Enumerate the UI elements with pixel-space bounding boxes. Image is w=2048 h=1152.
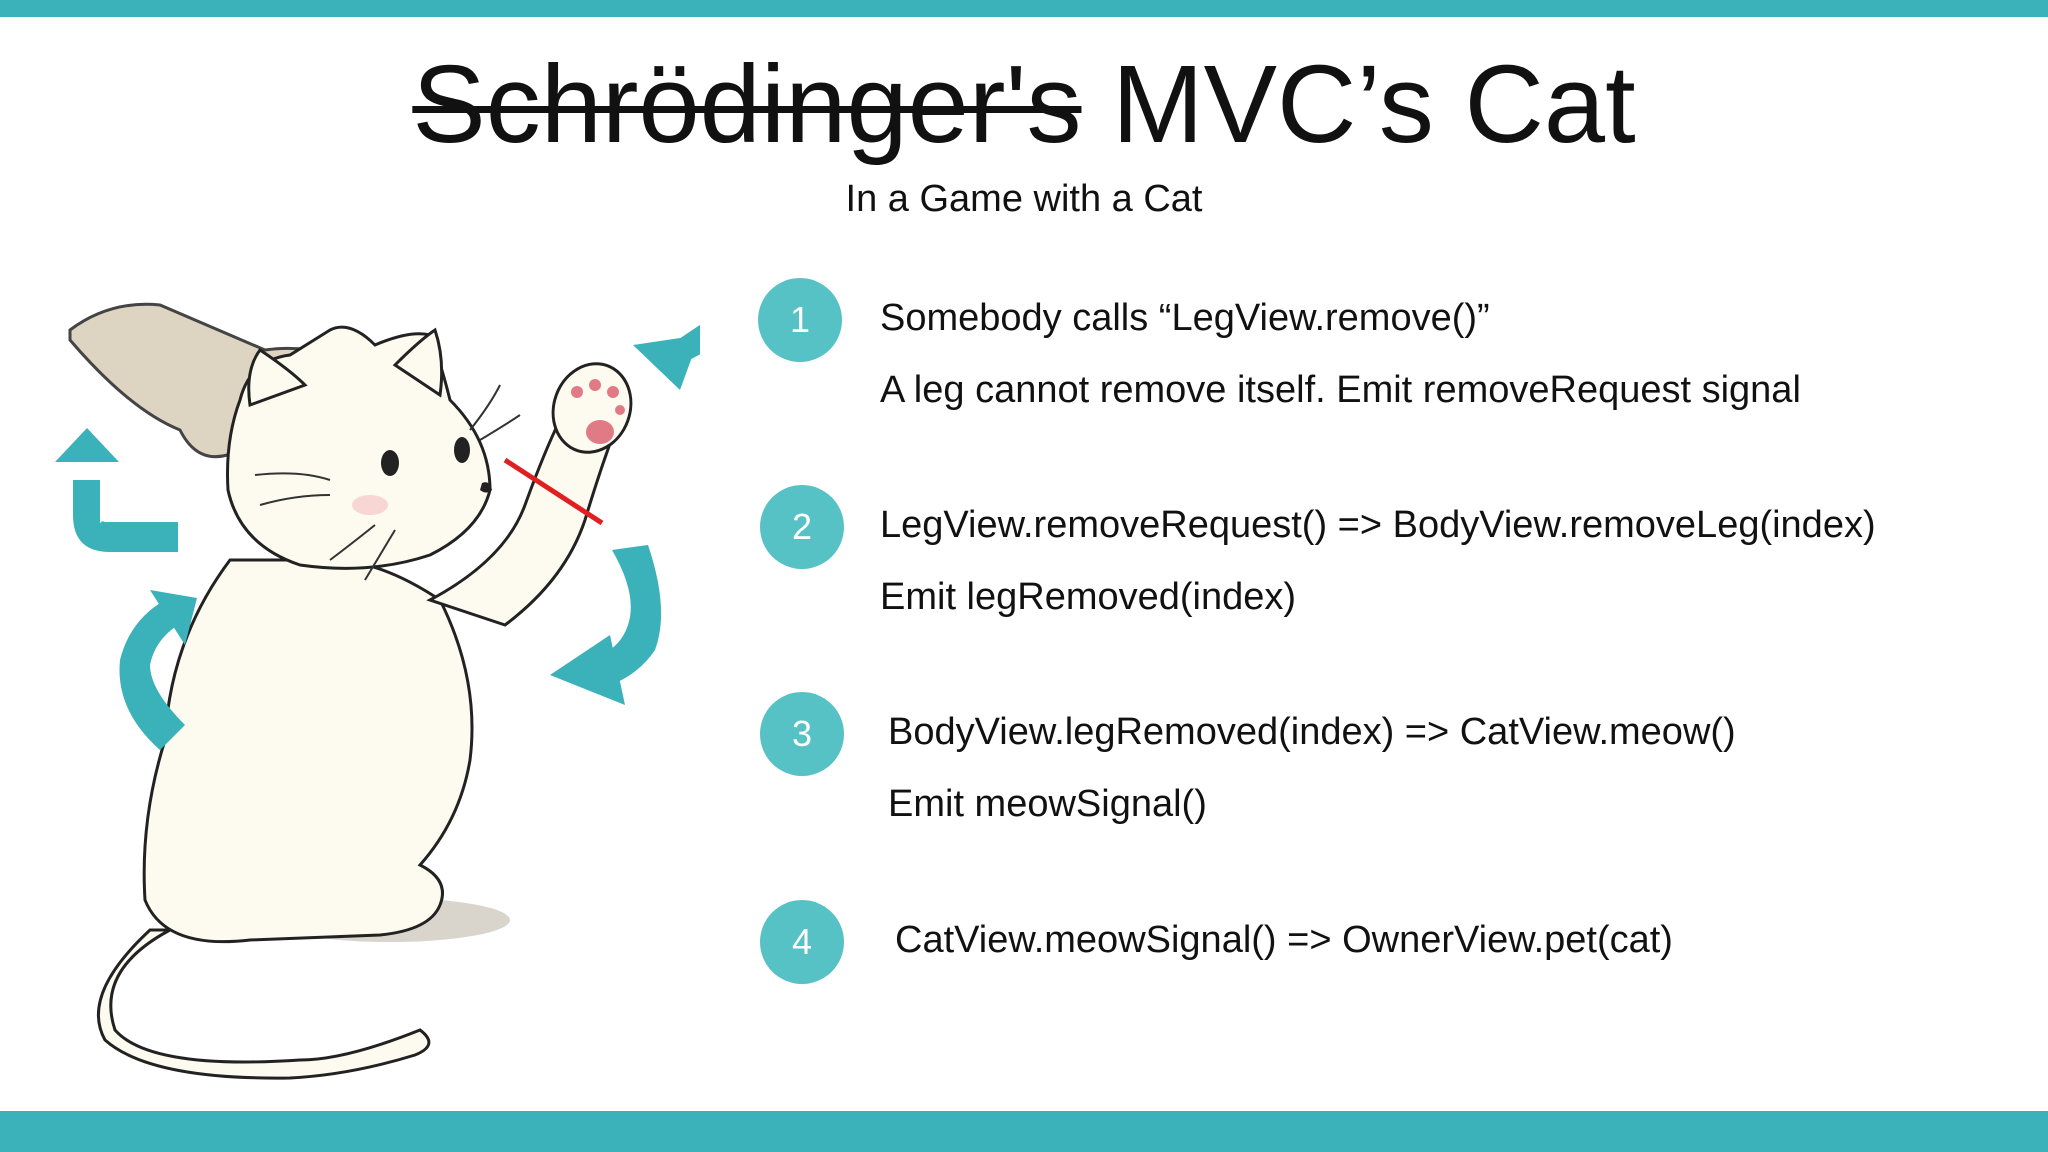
step-1-badge: 1 <box>758 278 842 362</box>
cat-eye <box>381 450 399 476</box>
curved-arrow-up-icon <box>119 590 197 750</box>
top-accent-bar <box>0 0 2048 17</box>
flow-arrows <box>55 324 700 750</box>
cat-illustration <box>55 302 700 1080</box>
step-3-line-2: Emit meowSignal() <box>888 783 1207 825</box>
title-struck-word: Schrödinger's <box>412 43 1082 166</box>
cat-blush <box>352 495 388 515</box>
step-1-line-1: Somebody calls “LegView.remove()” <box>880 297 1490 339</box>
cat-tail <box>96 928 431 1080</box>
step-4-line-1: CatView.meowSignal() => OwnerView.pet(ca… <box>895 919 1673 961</box>
cat-paw <box>551 362 633 454</box>
step-1-line-2: A leg cannot remove itself. Emit removeR… <box>880 369 1801 411</box>
step-3-line-1: BodyView.legRemoved(index) => CatView.me… <box>888 711 1736 753</box>
cat-body <box>142 558 474 944</box>
step-4-badge: 4 <box>760 900 844 984</box>
step-2-line-2: Emit legRemoved(index) <box>880 576 1297 618</box>
step-3-badge: 3 <box>760 692 844 776</box>
slide-title: Schrödinger's MVC’s Cat <box>0 40 2048 170</box>
step-2-badge: 2 <box>760 485 844 569</box>
title-main: MVC’s Cat <box>1081 43 1636 166</box>
slide-subtitle: In a Game with a Cat <box>845 178 1203 220</box>
bent-arrow-up-icon <box>55 428 178 552</box>
step-2-line-1: LegView.removeRequest() => BodyView.remo… <box>880 504 1876 546</box>
cat-nose <box>480 482 492 493</box>
cat-whiskers <box>254 384 521 581</box>
curved-arrow-down-icon <box>550 545 662 705</box>
cut-line <box>503 457 604 526</box>
bottom-accent-bar <box>0 1111 2048 1152</box>
cat-eye <box>454 437 470 463</box>
arrow-pointing-to-paw-icon <box>633 324 700 390</box>
